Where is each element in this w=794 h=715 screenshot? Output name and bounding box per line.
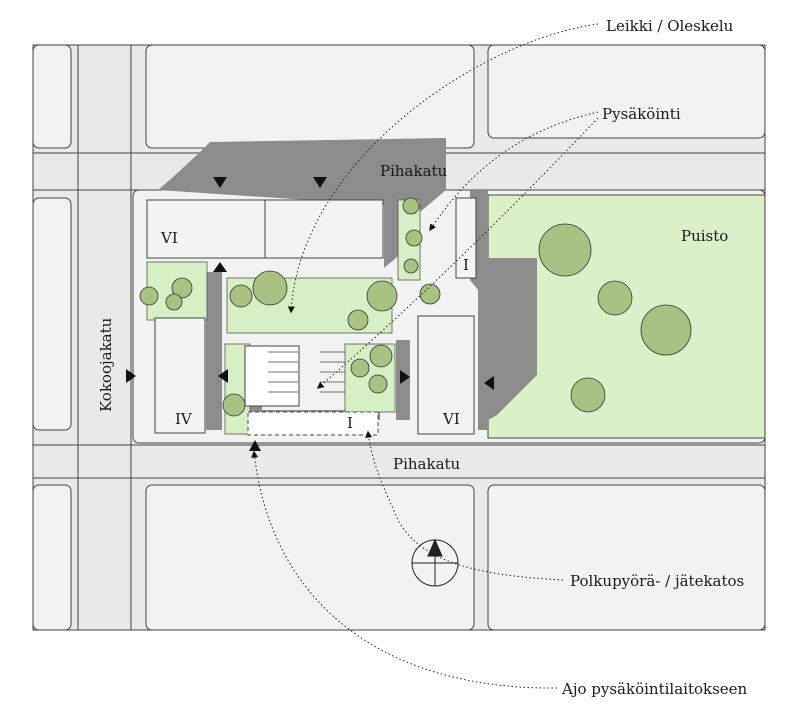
building-label-east: VI (442, 410, 460, 428)
building-small-east (455, 197, 477, 279)
building-label-carport: I (347, 414, 353, 432)
buildings (146, 197, 477, 436)
building-east (417, 315, 475, 435)
building-label-north: VI (160, 229, 178, 247)
entrance-markers (126, 177, 494, 451)
building-shadows (158, 138, 537, 430)
callout-drive: Ajo pysäköintilaitokseen (561, 680, 748, 698)
building-label-small-east: I (463, 256, 469, 274)
trees (139, 197, 692, 417)
street-label-south: Pihakatu (393, 455, 461, 473)
carport (247, 411, 379, 436)
callout-parking: Pysäköinti (602, 105, 681, 123)
building-west (154, 317, 206, 434)
surrounding-blocks (32, 44, 766, 631)
callout-bike-waste: Polkupyörä- / jätekatos (570, 572, 744, 590)
park-label: Puisto (681, 227, 728, 245)
parking-lines (268, 351, 345, 393)
north-arrow-icon (411, 538, 459, 587)
street-label-west: Kokoojakatu (97, 317, 115, 412)
building-label-west: IV (175, 410, 193, 428)
leader-lines (251, 23, 599, 689)
callout-play: Leikki / Oleskelu (606, 17, 734, 35)
street-label-north: Pihakatu (380, 162, 448, 180)
